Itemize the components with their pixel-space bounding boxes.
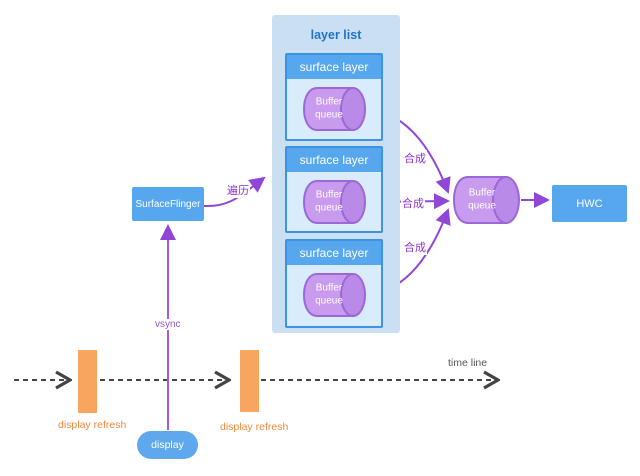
buffer-queue-cylinder: Buffer queue <box>302 179 366 225</box>
surface-layer-box: surface layer Buffer queue <box>285 146 383 233</box>
display-node: display <box>137 431 198 459</box>
display-refresh-label: display refresh <box>220 421 289 433</box>
cylinder-shape <box>452 176 520 224</box>
buffer-queue-label: Buffer queue <box>315 189 343 214</box>
display-refresh-bar <box>78 350 97 413</box>
hwc-node: HWC <box>552 185 627 222</box>
timeline-label: time line <box>448 357 488 369</box>
central-buffer-queue-cylinder: Buffer queue <box>452 175 520 225</box>
buffer-queue-label: Buffer queue <box>315 96 343 121</box>
surface-layer-box: surface layer Buffer queue <box>285 239 383 328</box>
buffer-queue-label: Buffer queue <box>315 282 343 307</box>
surface-layer-header: surface layer <box>287 241 381 265</box>
compose-edge-label: 合成 <box>403 150 427 166</box>
compose-edge-label: 合成 <box>401 195 425 211</box>
surfaceflinger-node: SurfaceFlinger <box>132 187 204 221</box>
layer-list-title: layer list <box>310 28 362 42</box>
display-refresh-bar <box>240 350 259 412</box>
buffer-queue-cylinder: Buffer queue <box>302 86 366 132</box>
buffer-queue-cylinder: Buffer queue <box>302 272 366 318</box>
traverse-edge-label: 遍历 <box>226 182 250 198</box>
surface-layer-header: surface layer <box>287 148 381 172</box>
layer-list-panel: layer list surface layer Buffer queue su… <box>272 15 400 333</box>
cylinder-shape <box>302 273 366 317</box>
display-refresh-label: display refresh <box>58 419 127 431</box>
vsync-edge-label: vsync <box>154 319 182 330</box>
cylinder-shape <box>302 180 366 224</box>
surface-layer-box: surface layer Buffer queue <box>285 53 383 141</box>
surface-layer-header: surface layer <box>287 55 381 79</box>
buffer-queue-label: Buffer queue <box>468 187 496 212</box>
cylinder-shape <box>302 87 366 131</box>
compose-edge-label: 合成 <box>403 239 427 255</box>
